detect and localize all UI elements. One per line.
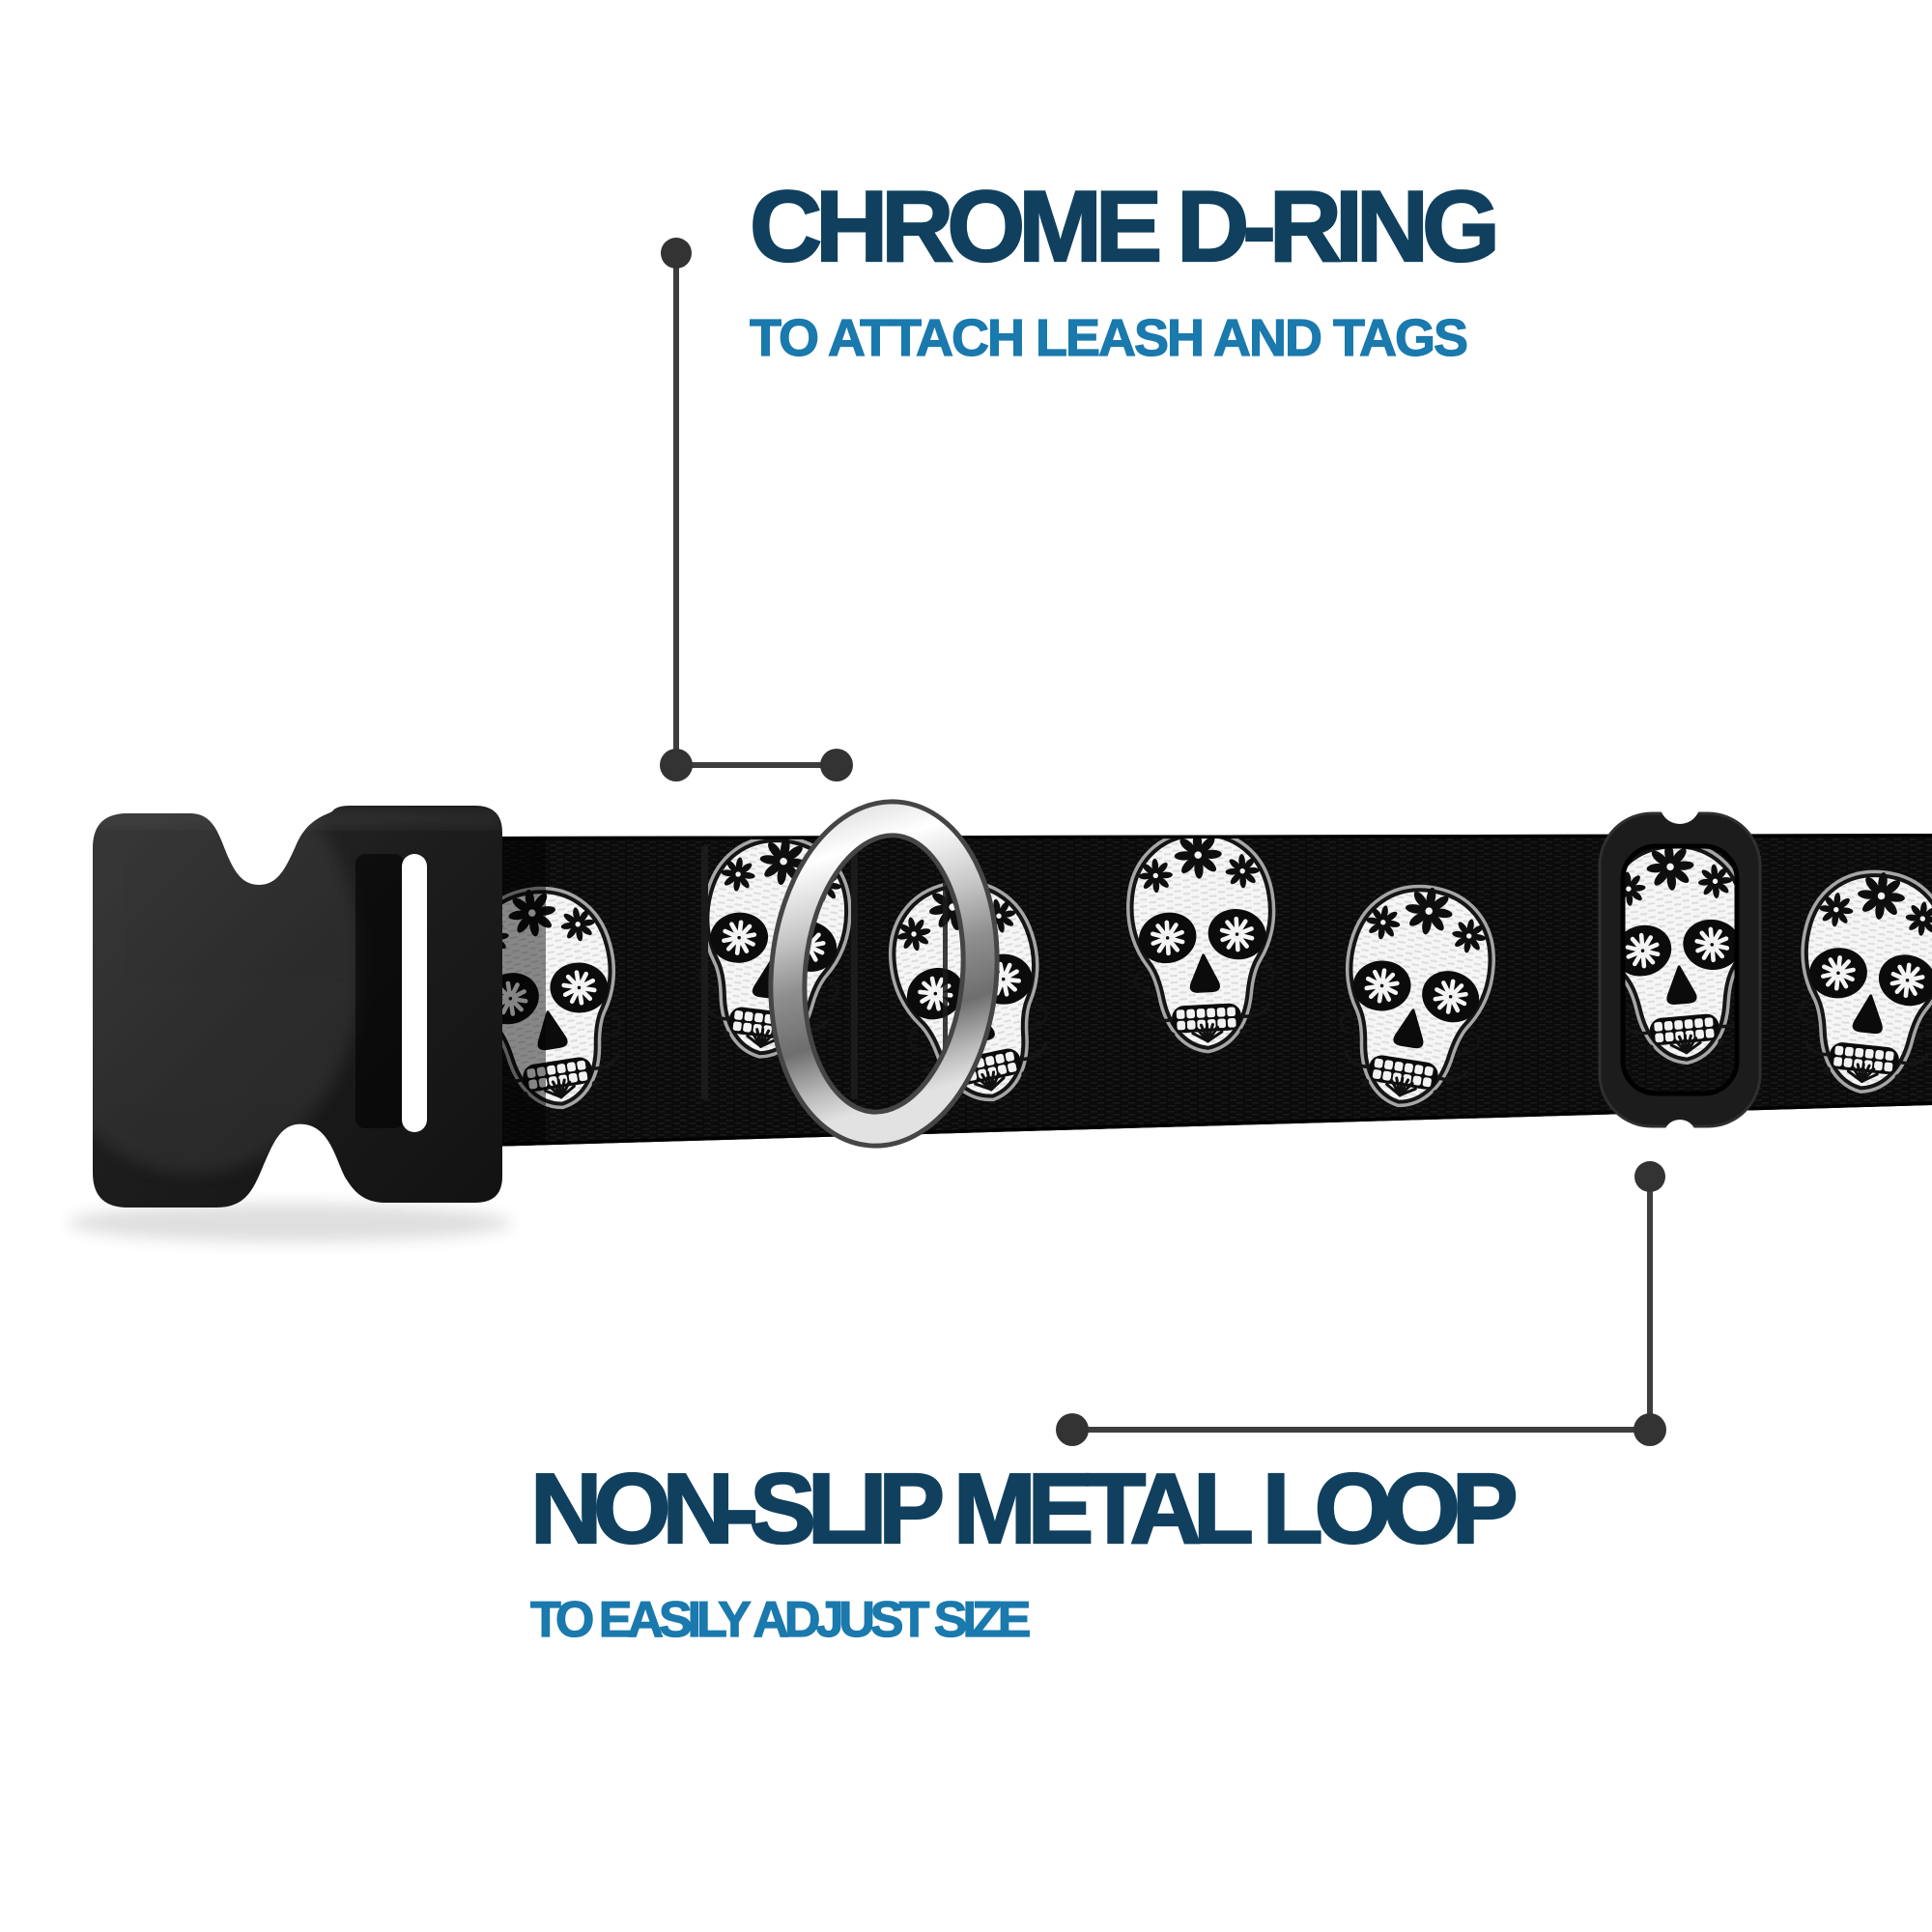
callout-loop: NON-SLIP METAL LOOP TO EASILY ADJUST SIZ… xyxy=(529,1453,1520,1648)
adjuster-inner-edge xyxy=(1620,843,1740,1096)
callout-loop-title: NON-SLIP METAL LOOP xyxy=(529,1453,1520,1564)
connector-dot xyxy=(661,238,692,269)
adjuster-bottom-notch xyxy=(1663,1120,1696,1152)
callout-connector-dring xyxy=(673,253,837,768)
adjuster-window xyxy=(1623,846,1737,1094)
adjuster-loop xyxy=(1598,783,1762,1152)
callout-loop-subtitle: TO EASILY ADJUST SIZE xyxy=(529,1591,1032,1648)
side-release-buckle xyxy=(93,806,502,1208)
buckle-cavity xyxy=(355,854,404,1128)
callout-connector-loop xyxy=(1072,1177,1653,1433)
connector-dot xyxy=(1056,1413,1089,1446)
connector-dot xyxy=(1634,1413,1666,1446)
callout-connector-loop-dots xyxy=(1056,1161,1666,1446)
chrome-d-ring xyxy=(768,799,1000,1149)
buckle-shadow xyxy=(68,1204,512,1242)
adjuster-top-notch xyxy=(1660,783,1700,824)
callout-connector-dring-dots xyxy=(660,238,853,781)
connector-dot xyxy=(1634,1161,1665,1192)
buckle-top-highlight xyxy=(97,813,502,825)
connector-dot xyxy=(820,749,853,781)
d-ring-keeper xyxy=(701,846,948,1099)
callout-dring: CHROME D-RING TO ATTACH LEASH AND TAGS xyxy=(749,171,1501,367)
connector-dot xyxy=(660,749,693,781)
callout-dring-title: CHROME D-RING xyxy=(749,171,1501,283)
buckle-strap-slot xyxy=(402,854,427,1132)
callout-dring-subtitle: TO ATTACH LEASH AND TAGS xyxy=(749,308,1468,367)
